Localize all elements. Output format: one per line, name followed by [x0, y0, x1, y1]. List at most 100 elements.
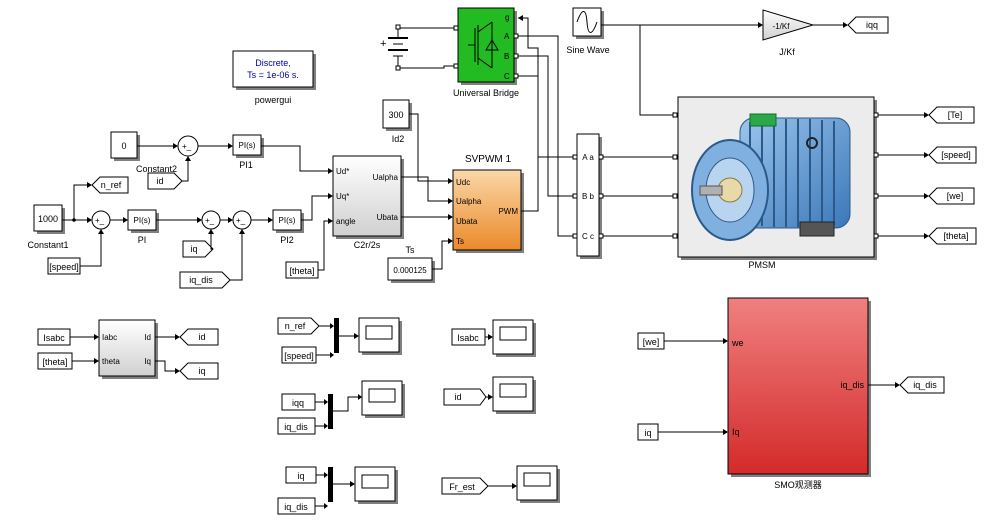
goto-n-ref[interactable]: n_ref — [91, 176, 129, 194]
constant-id2[interactable]: 300 — [382, 99, 412, 131]
scope-3[interactable] — [354, 466, 398, 504]
svg-text:[speed]: [speed] — [284, 351, 314, 361]
from-iq[interactable]: iq — [182, 240, 214, 258]
svg-text:id: id — [156, 176, 163, 186]
measurement-block[interactable]: A a B b C c — [572, 133, 604, 259]
svg-text:PI(s): PI(s) — [134, 216, 151, 225]
from-iqq[interactable]: iqq — [281, 393, 316, 411]
pi-label: PI — [138, 235, 147, 245]
svg-text:Ualpha: Ualpha — [373, 173, 399, 182]
from-theta[interactable]: [theta] — [285, 261, 319, 279]
sum-id[interactable]: +_ — [177, 135, 199, 157]
gain-value: -1/Kf — [773, 22, 791, 31]
svg-text:Iq: Iq — [732, 427, 740, 437]
scope-4[interactable] — [492, 319, 536, 357]
svg-text:A a: A a — [582, 153, 594, 162]
pi1-block[interactable]: PI(s) — [232, 134, 264, 158]
from-Fr-est[interactable]: Fr_est — [441, 477, 489, 495]
svg-text:Ubata: Ubata — [456, 217, 478, 226]
mux-1[interactable] — [334, 318, 339, 353]
from-Isabc-1[interactable]: Isabc — [37, 328, 71, 346]
goto-iq[interactable]: iq — [179, 362, 219, 380]
svg-text:0.000125: 0.000125 — [393, 266, 427, 275]
scope-6[interactable] — [516, 465, 560, 503]
gain-block[interactable]: -1/Kf — [762, 9, 815, 41]
mux-2[interactable] — [328, 394, 333, 429]
sine-wave-label: Sine Wave — [566, 45, 609, 55]
sine-wave-block[interactable] — [572, 7, 604, 39]
svg-text:iqq: iqq — [866, 20, 878, 30]
abc-to-dq-block[interactable]: Iabc theta Id Iq — [98, 319, 158, 379]
goto-Te[interactable]: [Te] — [928, 106, 975, 124]
svg-text:theta: theta — [102, 357, 120, 366]
svg-text:Iq: Iq — [144, 357, 151, 366]
svg-text:[speed]: [speed] — [941, 150, 971, 160]
c2r-2s-block[interactable]: Ud* Uq* angle Ualpha Ubata — [332, 155, 404, 239]
svg-text:Isabc: Isabc — [43, 333, 65, 343]
svg-text:iq_dis: iq_dis — [189, 275, 213, 285]
svg-text:iqq: iqq — [292, 398, 304, 408]
pi2-block[interactable]: PI(s) — [272, 209, 304, 233]
svg-text:Ud*: Ud* — [336, 167, 349, 176]
bridge-port-a: A — [504, 32, 510, 41]
smo-observer-block[interactable]: we Iq iq_dis — [727, 297, 871, 477]
scope-5[interactable] — [492, 376, 536, 414]
mux-3[interactable] — [328, 467, 333, 502]
pmsm-label: PMSM — [749, 260, 776, 270]
powergui-block[interactable]: Discrete, Ts = 1e-06 s. — [232, 50, 316, 90]
svg-text:[Te]: [Te] — [948, 110, 963, 120]
pmsm-block[interactable] — [672, 96, 879, 260]
from-id[interactable]: id — [147, 172, 183, 190]
svg-text:C c: C c — [582, 232, 594, 241]
from-iq-dis-2[interactable]: iq_dis — [277, 417, 316, 435]
sum-iq-dis[interactable]: +_ — [232, 210, 252, 230]
svg-text:iq_dis: iq_dis — [284, 422, 308, 432]
scope-1[interactable] — [358, 317, 402, 355]
svg-text:Udc: Udc — [456, 178, 470, 187]
from-speed-2[interactable]: [speed] — [281, 346, 317, 364]
svg-text:iq: iq — [198, 366, 205, 376]
constant-ts[interactable]: 0.000125 — [387, 257, 435, 283]
bridge-label: Universal Bridge — [453, 88, 519, 98]
svg-text:id: id — [198, 332, 205, 342]
sum-iq[interactable]: +_ — [201, 210, 221, 230]
scope-2[interactable] — [361, 380, 405, 418]
pi-speed-block[interactable]: PI(s) — [127, 209, 159, 233]
from-iq-3[interactable]: iq — [637, 423, 659, 441]
from-Isabc-2[interactable]: Isabc — [451, 328, 486, 346]
sum-speed[interactable]: +_ — [91, 210, 111, 230]
goto-we[interactable]: [we] — [928, 187, 975, 205]
svg-text:id: id — [454, 392, 461, 402]
constant-ts-label: Ts — [406, 245, 416, 255]
from-iq-2[interactable]: iq — [285, 466, 317, 484]
motor-image — [691, 113, 851, 241]
svg-text:+_: +_ — [182, 142, 192, 151]
from-n-ref[interactable]: n_ref — [277, 317, 320, 335]
svg-text:PWM: PWM — [498, 207, 518, 216]
goto-iq-dis[interactable]: iq_dis — [899, 376, 945, 394]
svg-text:Ts: Ts — [456, 237, 464, 246]
from-theta-2[interactable]: [theta] — [37, 352, 73, 370]
svg-text:PI(s): PI(s) — [239, 141, 256, 150]
constant-2[interactable]: 0 — [110, 131, 140, 161]
from-id-2[interactable]: id — [443, 388, 487, 406]
goto-iqq[interactable]: iqq — [847, 16, 889, 34]
constant-1[interactable]: 1000 — [33, 204, 65, 234]
universal-bridge-block[interactable]: g A B C — [453, 7, 519, 85]
dc-voltage-source[interactable]: + — [380, 24, 408, 71]
svg-text:iq: iq — [297, 471, 304, 481]
svg-text:B b: B b — [582, 192, 595, 201]
svg-text:iq_dis: iq_dis — [840, 380, 864, 390]
goto-id[interactable]: id — [179, 328, 219, 346]
svpwm-block[interactable]: Udc Ualpha Ubata Ts PWM — [452, 169, 524, 253]
svg-text:[we]: [we] — [947, 191, 964, 201]
from-iq-dis[interactable]: iq_dis — [179, 271, 231, 289]
svg-text:iq_dis: iq_dis — [284, 502, 308, 512]
from-iq-dis-3[interactable]: iq_dis — [277, 497, 316, 515]
smo-label: SMO观测器 — [774, 480, 822, 490]
goto-speed[interactable]: [speed] — [928, 146, 977, 164]
from-we[interactable]: [we] — [637, 332, 665, 350]
from-speed[interactable]: [speed] — [47, 257, 81, 275]
goto-theta[interactable]: [theta] — [928, 227, 977, 245]
svg-text:+_: +_ — [236, 216, 246, 225]
